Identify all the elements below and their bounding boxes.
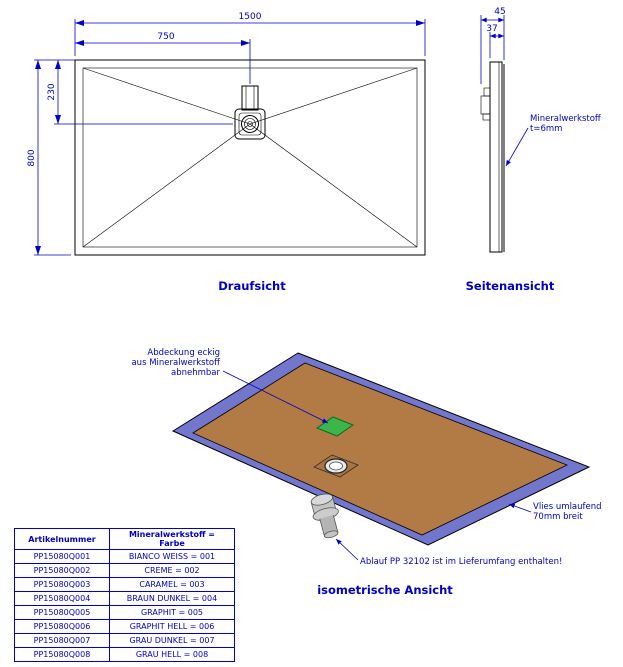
iso-view — [171, 352, 591, 546]
article-number: PP15080Q008 — [14, 647, 110, 663]
material-note-leader — [505, 127, 529, 167]
dim-text-750: 750 — [157, 32, 174, 42]
material-color: GRAU DUNKEL = 007 — [109, 633, 235, 649]
table-header-row: Artikelnummer Mineralwerkstoff = Farbe — [14, 527, 235, 551]
material-color: GRAPHIT HELL = 006 — [109, 619, 235, 635]
cover-note-leader — [222, 370, 329, 424]
iso-drain — [313, 454, 359, 478]
article-number: PP15080Q002 — [14, 563, 110, 579]
material-color: BIANCO WEISS = 001 — [109, 549, 235, 565]
drain-note-leader — [335, 538, 359, 561]
cover-note-line3: abnehmbar — [171, 368, 220, 378]
material-note-line1: Mineralwerkstoff — [530, 114, 602, 124]
side-view — [480, 61, 505, 253]
tray-outer-outline — [74, 59, 426, 256]
article-number: PP15080Q001 — [14, 549, 110, 565]
cover-note-line2: aus Mineralwerkstoff — [131, 358, 221, 368]
table-row: PP15080Q004 BRAUN DUNKEL = 004 — [14, 591, 235, 607]
table-row: PP15080Q008 GRAU HELL = 008 — [14, 647, 235, 663]
table-row: PP15080Q006 GRAPHIT HELL = 006 — [14, 619, 235, 635]
side-view-label: Seitenansicht — [466, 279, 555, 293]
col-header-material: Mineralwerkstoff = Farbe — [109, 527, 235, 551]
article-number: PP15080Q006 — [14, 619, 110, 635]
drain-note: Ablauf PP 32102 ist im Lieferumfang enth… — [360, 557, 562, 567]
dim-text-37: 37 — [486, 24, 497, 34]
material-color: BRAUN DUNKEL = 004 — [109, 591, 235, 607]
side-drain-fitting — [480, 87, 491, 121]
side-view-dimensions: 45 37 Mineralwerkstoff t=6mm — [480, 7, 602, 167]
article-number: PP15080Q004 — [14, 591, 110, 607]
drain-pipe — [310, 493, 339, 539]
iso-annotations: Abdeckung eckig aus Mineralwerkstoff abn… — [131, 348, 601, 567]
dim-text-230: 230 — [47, 83, 57, 100]
tray-surface — [192, 362, 569, 536]
dim-text-800: 800 — [27, 149, 37, 166]
vlies-note-leader — [508, 503, 532, 513]
cover-note-line1: Abdeckung eckig — [147, 348, 220, 358]
table-row: PP15080Q002 CREME = 002 — [14, 563, 235, 579]
cover-plate — [315, 416, 355, 437]
slope-lines — [82, 67, 418, 248]
col-header-material-line1: Mineralwerkstoff = — [128, 530, 216, 539]
table-row: PP15080Q005 GRAPHIT = 005 — [14, 605, 235, 621]
dim-text-45: 45 — [494, 7, 505, 17]
top-view-dimensions: 1500 750 800 230 — [27, 12, 426, 256]
dim-text-1500: 1500 — [239, 12, 262, 22]
panel-outline — [489, 61, 503, 253]
top-view — [74, 59, 426, 256]
article-number: PP15080Q005 — [14, 605, 110, 621]
vlies-note-line2: 70mm breit — [533, 512, 583, 522]
article-number: PP15080Q003 — [14, 577, 110, 593]
tray-inner-outline — [82, 67, 418, 248]
article-number: PP15080Q007 — [14, 633, 110, 649]
vlies-note-line1: Vlies umlaufend — [533, 502, 602, 512]
table-row: PP15080Q001 BIANCO WEISS = 001 — [14, 549, 235, 565]
material-note-line2: t=6mm — [530, 124, 562, 134]
article-table: Artikelnummer Mineralwerkstoff = Farbe P… — [14, 527, 235, 663]
table-row: PP15080Q003 CARAMEL = 003 — [14, 577, 235, 593]
drain-symbol — [234, 108, 266, 140]
table-row: PP15080Q007 GRAU DUNKEL = 007 — [14, 633, 235, 649]
top-view-label: Draufsicht — [218, 279, 286, 293]
col-header-material-line2: Farbe — [159, 539, 185, 549]
drain-fixture — [241, 85, 259, 111]
iso-view-label: isometrische Ansicht — [317, 583, 453, 597]
material-color: CREME = 002 — [109, 563, 235, 579]
col-header-article: Artikelnummer — [14, 527, 110, 551]
material-color: GRAU HELL = 008 — [109, 647, 235, 663]
material-color: CARAMEL = 003 — [109, 577, 235, 593]
material-color: GRAPHIT = 005 — [109, 605, 235, 621]
